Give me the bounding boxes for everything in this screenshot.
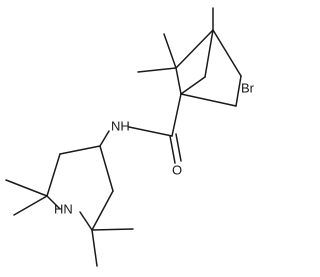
bond-c4-c1 xyxy=(180,93,237,107)
structure-canvas: Br NH O HN xyxy=(5,7,255,267)
bond-c6-methyl-d xyxy=(91,229,98,267)
bond-n-c4ring xyxy=(99,130,110,147)
bond-bridge-c1 xyxy=(180,76,206,95)
bond-carbonyl-o-2 xyxy=(175,133,182,162)
bond-c7-c6 xyxy=(175,29,214,69)
bond-c7-c5 xyxy=(212,29,242,77)
bond-c2-methyl-a xyxy=(5,179,48,197)
bond-c6-methyl-c xyxy=(91,228,134,231)
bond-carbonyl-o-1 xyxy=(169,135,176,164)
ring-nh-label: HN xyxy=(54,201,73,216)
bond-c6-methyl-b xyxy=(163,33,177,69)
bond-ring-c2-n1 xyxy=(46,195,61,210)
bond-ring-c5-c4 xyxy=(99,145,114,192)
bond-ring-c6-c5 xyxy=(91,190,114,231)
bond-c2-methyl-b xyxy=(13,195,48,216)
bond-c1-carbonyl xyxy=(171,93,182,137)
bond-carbonyl-n xyxy=(128,126,173,137)
bond-ring-c4-c3 xyxy=(59,145,101,155)
bond-c6-methyl-a xyxy=(137,67,177,73)
carbonyl-oxygen-label: O xyxy=(172,162,182,177)
bond-c5-c4 xyxy=(235,75,242,107)
bond-c6-c1 xyxy=(175,67,182,95)
bond-c7-bridge xyxy=(204,29,214,78)
bond-ring-c3-c2 xyxy=(46,153,61,197)
bond-ring-n1-c6 xyxy=(79,211,93,231)
molecule-drawing: Br NH O HN xyxy=(5,7,255,267)
amide-nh-label: NH xyxy=(111,118,130,133)
bromine-label: Br xyxy=(241,80,255,95)
